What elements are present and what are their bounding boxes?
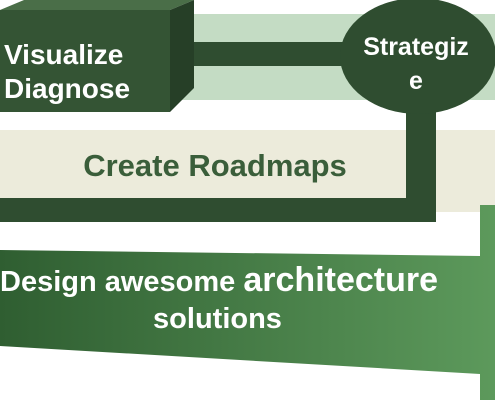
arrow-line-1: Design awesome architecture <box>0 261 439 301</box>
strategize-ellipse <box>340 0 495 114</box>
flow-connector <box>0 96 436 222</box>
box-side-face <box>170 0 194 112</box>
big-arrow <box>0 205 495 400</box>
ellipse-line-2: e <box>409 67 423 95</box>
ellipse-line-1: Strategiz <box>363 33 469 61</box>
create-roadmaps-label: Create Roadmaps <box>83 148 347 183</box>
box-line-1: Visualize <box>4 39 124 70</box>
arrow-label: Design awesome architecture solutions <box>0 261 439 338</box>
arrow-text-part1: Design awesome <box>0 266 244 298</box>
box-line-2: Diagnose <box>4 73 131 104</box>
arrow-text-part2: architecture <box>243 261 439 299</box>
box-front-face <box>0 10 170 112</box>
strategize-label: Strategiz e <box>352 30 480 98</box>
visualize-diagnose-label: Visualize Diagnose <box>4 38 164 106</box>
box-top-face <box>0 0 194 10</box>
arrow-line-2: solutions <box>153 303 282 335</box>
